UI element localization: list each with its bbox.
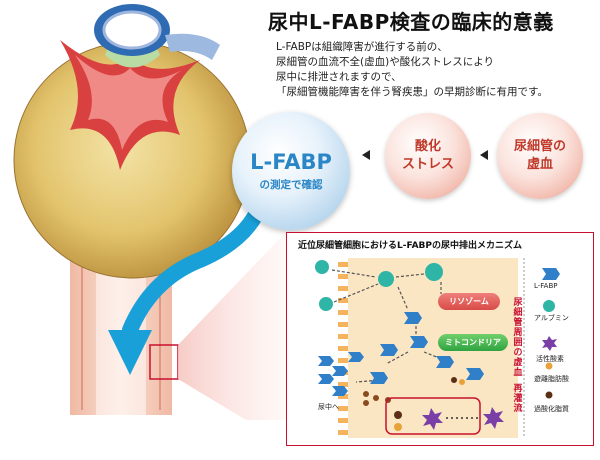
kidney-illustration (13, 4, 286, 420)
ischemia-bubble: 尿細管の 虚血 (497, 113, 583, 199)
legend-ros-icon (542, 336, 557, 351)
description-line: 尿中に排泄されますので、 (276, 71, 402, 83)
legend-albumin-label: アルブミン (534, 314, 569, 322)
lfabp-bubble-title: L-FABP (250, 150, 332, 174)
lfabp-marks (318, 312, 484, 396)
page-title: 尿中L-FABP検査の臨床的意義 (268, 10, 554, 34)
lysosome-label: リソゾーム (438, 293, 500, 310)
ros-marks (422, 407, 504, 430)
legend-fatty-acid-label: 遊離脂肪酸 (534, 375, 569, 383)
legend-lfabp-label: L-FABP (534, 282, 558, 290)
legend-fatty-acid-icon (545, 362, 553, 370)
urine-label: 尿中へ (318, 403, 339, 411)
ischemia-vertical-label: 尿細管周囲の虚血 (513, 298, 523, 378)
arrow-left-icon (480, 150, 488, 160)
flow-arrow (122, 192, 270, 338)
ischemia-line2: 虚血 (526, 157, 553, 172)
ischemia-line1: 尿細管の (513, 139, 566, 154)
legend (542, 268, 560, 399)
stress-line1: 酸化 (414, 139, 441, 154)
brush-border (338, 262, 348, 435)
description-line: L-FABPは組織障害が進行する前の、 (276, 41, 448, 53)
kidney-cortex (14, 42, 250, 278)
description: L-FABPは組織障害が進行する前の、 尿細管の血流不全(虚血)や酸化ストレスに… (276, 40, 596, 100)
legend-lipid-peroxide-icon (545, 391, 553, 399)
mitochondria-label: ミトコンドリア (438, 334, 508, 351)
oxidative-stress-bubble: 酸化 ストレス (385, 113, 471, 199)
stress-line2: ストレス (401, 157, 454, 172)
mechanism-title: 近位尿細管細胞におけるL-FABPの尿中排出メカニズム (298, 241, 523, 251)
reperfusion-vertical-label: 再灌流 (513, 384, 523, 414)
legend-albumin-icon (543, 300, 555, 312)
description-line: 尿細管の血流不全(虚血)や酸化ストレスにより (276, 56, 494, 68)
albumin-marks (315, 260, 443, 311)
lfabp-bubble: L-FABP の測定で確認 (232, 112, 350, 230)
lfabp-bubble-subtitle: の測定で確認 (259, 179, 323, 191)
legend-lipid-peroxide-label: 過酸化脂質 (534, 405, 569, 413)
arrow-left-icon (362, 150, 370, 160)
description-line: 「尿細管機能障害を伴う腎疾患」の早期診断に有用です。 (276, 86, 548, 98)
legend-ros-label: 活性酸素 (536, 355, 564, 363)
legend-lfabp-icon (542, 268, 560, 280)
